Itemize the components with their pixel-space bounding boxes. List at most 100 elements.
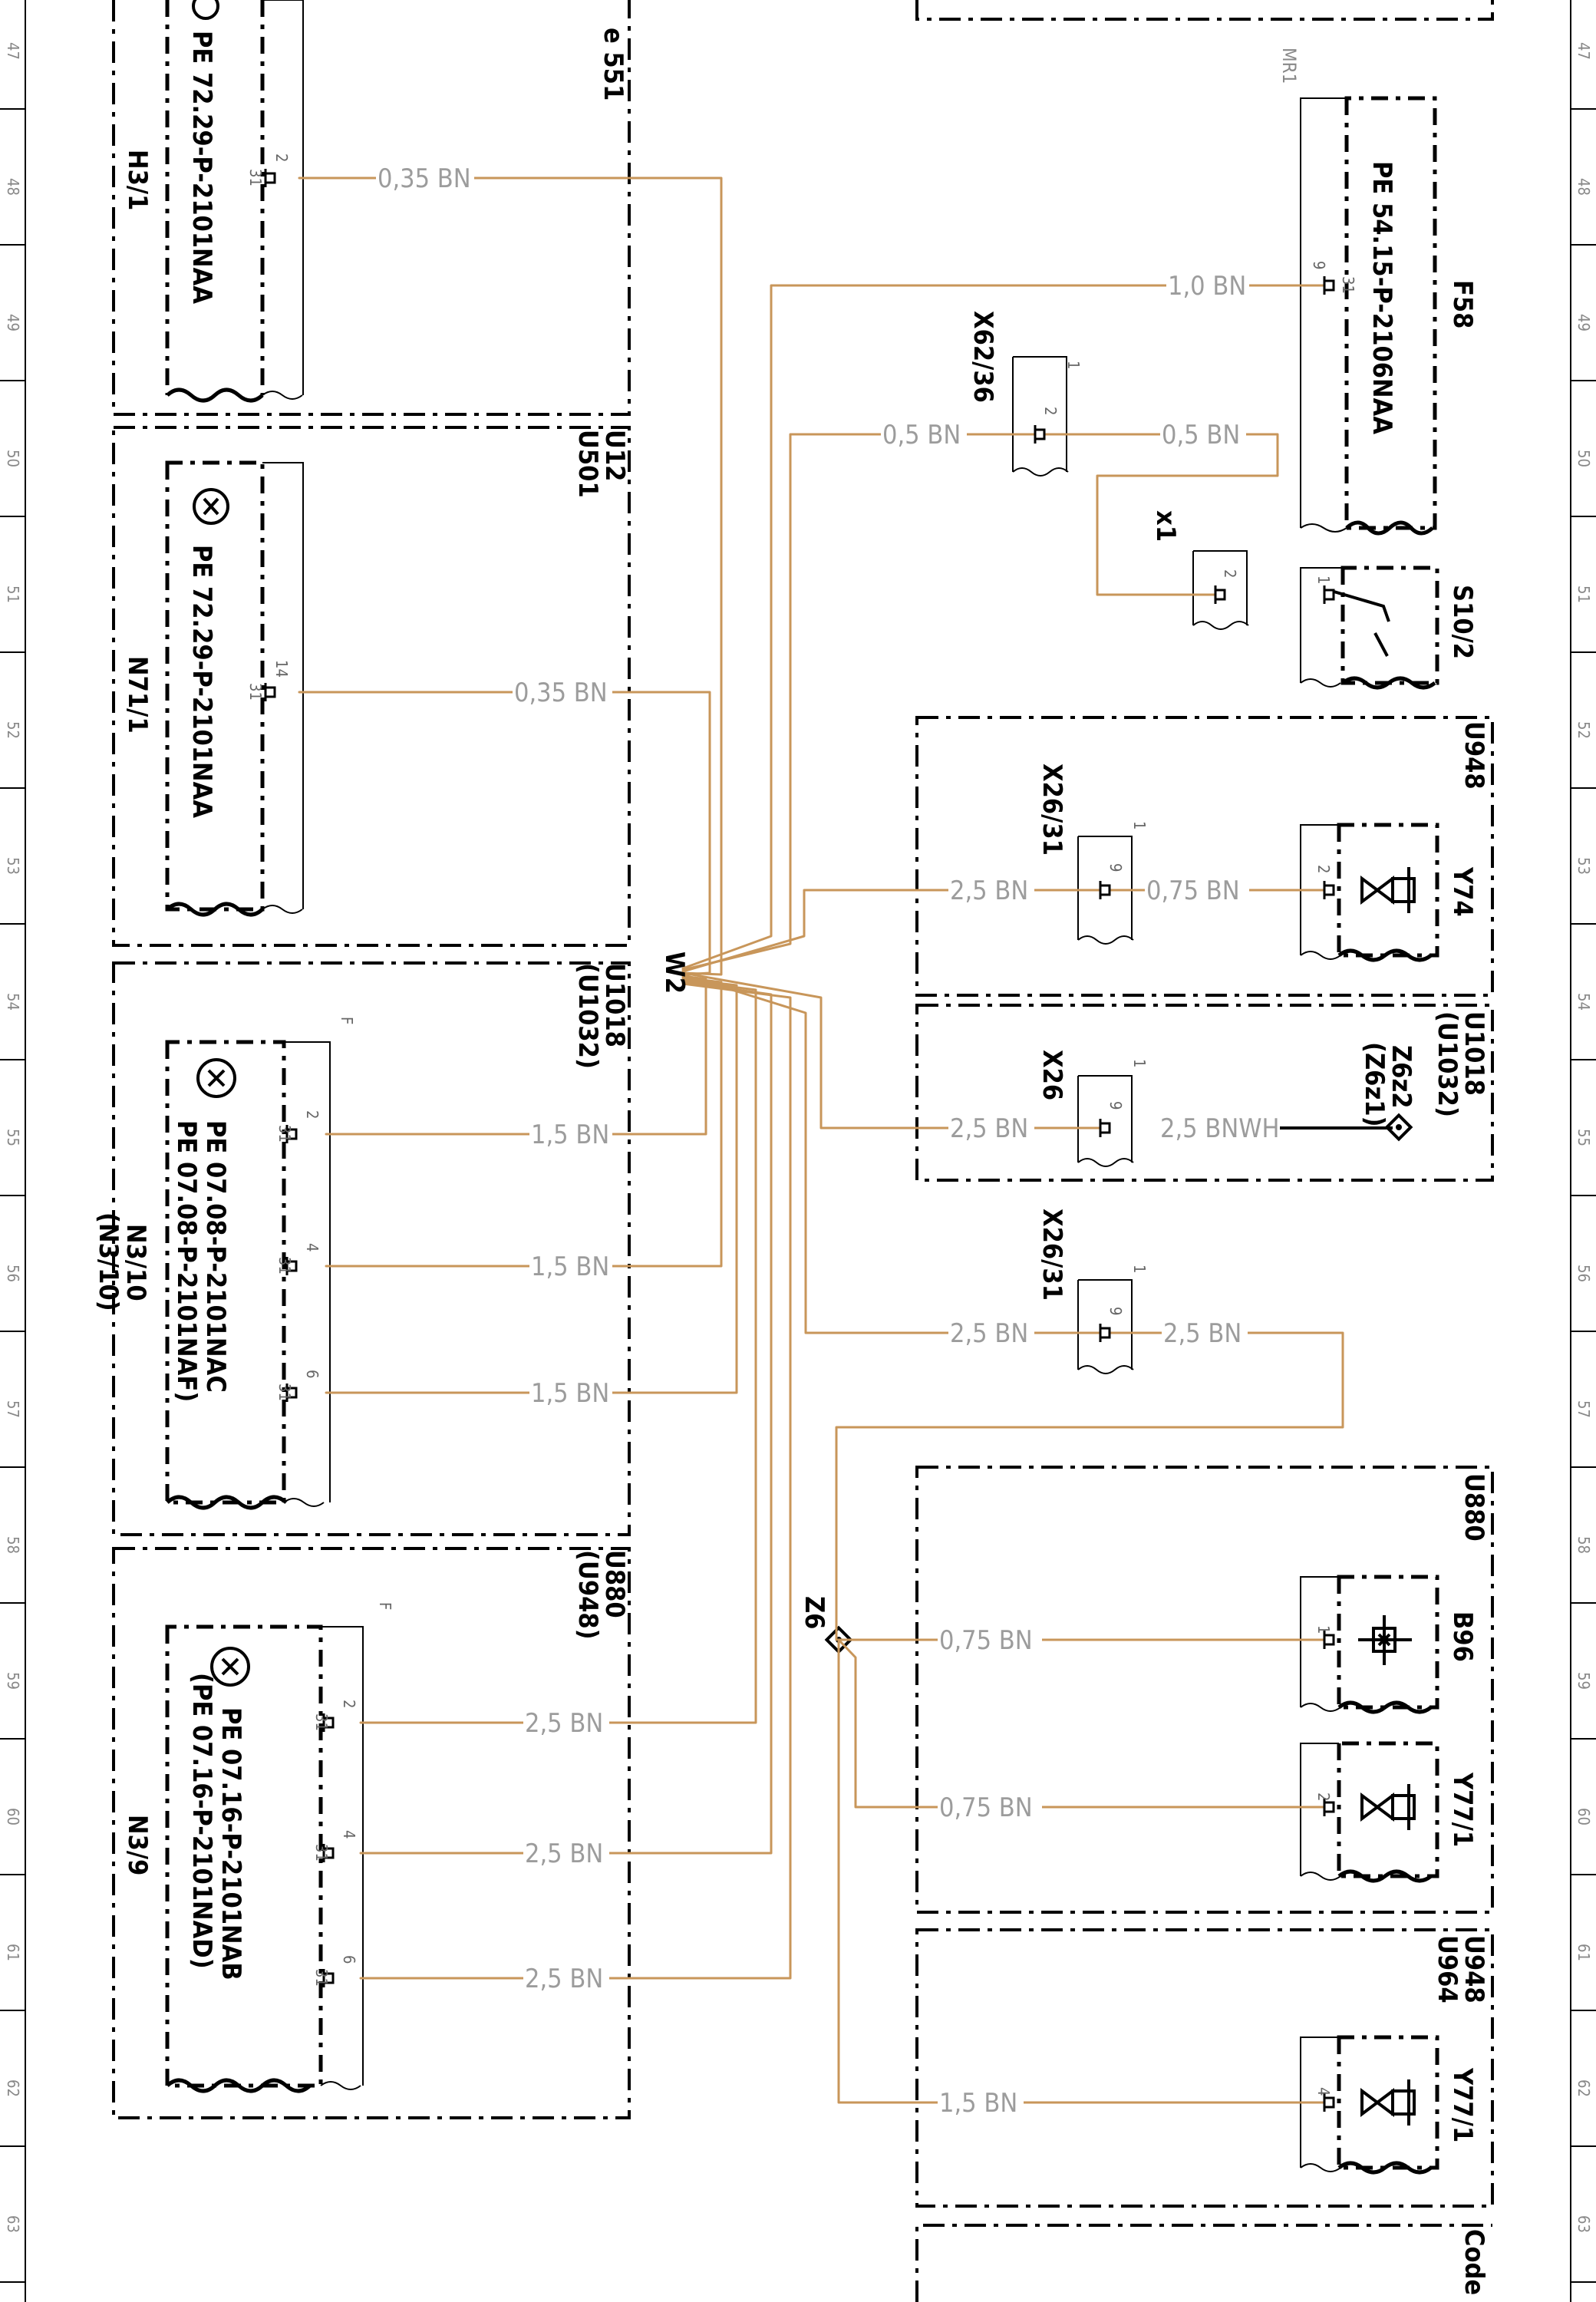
pin-terminal bbox=[1323, 2096, 1335, 2109]
grid-number: 49 bbox=[1575, 314, 1593, 331]
left-boxes bbox=[112, 0, 631, 2119]
grid-number: 61 bbox=[4, 1944, 22, 1961]
component-f58 bbox=[1300, 96, 1437, 536]
pin-number: 6 bbox=[303, 1370, 322, 1378]
box-label-u880: U880 bbox=[599, 1550, 630, 1618]
b96-label: B96 bbox=[1447, 1611, 1478, 1662]
grid-number: 60 bbox=[4, 1808, 22, 1825]
pin-number: 31 bbox=[275, 1384, 294, 1401]
h3-1-pe-ref: PE 72.29-P-2101NAA bbox=[186, 31, 217, 304]
pin-number: F bbox=[376, 1602, 394, 1610]
pin-terminal bbox=[264, 686, 276, 698]
wire-label: 0,5 BN bbox=[882, 420, 961, 450]
grid-number: 49 bbox=[4, 314, 22, 331]
grid-number: 59 bbox=[4, 1672, 22, 1690]
pin-number: 31 bbox=[246, 683, 265, 701]
pin-number: 31 bbox=[1339, 276, 1357, 294]
box-label-code: Code bbox=[1459, 2229, 1489, 2295]
pin-number: 4 bbox=[340, 1830, 358, 1839]
pin-number: 1 bbox=[1130, 821, 1149, 829]
pin-number: 31 bbox=[275, 1125, 294, 1143]
pin-number: F bbox=[338, 1017, 356, 1024]
component-y77-1-a bbox=[1300, 1741, 1439, 1883]
pin-numbers: 2 31 14 31 2 31 4 31 6 31 2 31 4 31 6 31… bbox=[246, 153, 1357, 2096]
y77-1-b-label: Y77/1 bbox=[1447, 2067, 1478, 2142]
wire-label: 1,5 BN bbox=[531, 1120, 609, 1150]
grid-number: 62 bbox=[1575, 2079, 1593, 2097]
f58-pe-ref: PE 54.15-P-2106NAA bbox=[1367, 161, 1397, 434]
connector-x26-31-a bbox=[1077, 836, 1134, 945]
z6z2-label: Z6z2 bbox=[1386, 1045, 1416, 1109]
box-label-r-u948b: U948 bbox=[1459, 1935, 1489, 2004]
wire-label: 2,5 BNWH bbox=[1160, 1113, 1279, 1144]
pin-number: 1 bbox=[1064, 361, 1083, 369]
n3-9-pe-ref-2: (PE 07.16-P-2101NAD) bbox=[186, 1673, 217, 1969]
component-n71-1 bbox=[165, 460, 304, 917]
component-n3-10 bbox=[165, 1040, 331, 1510]
wire-label: 2,5 BN bbox=[525, 1839, 603, 1869]
pin-number: 1 bbox=[1314, 1625, 1333, 1634]
grid-number: 48 bbox=[1575, 178, 1593, 196]
pin-terminal bbox=[1323, 589, 1335, 601]
wire-label: 0,75 BN bbox=[939, 1792, 1033, 1823]
box-label-r-u1018: U1018 bbox=[1459, 1011, 1489, 1096]
wire-label: 2,5 BN bbox=[950, 1113, 1028, 1144]
grid-number: 55 bbox=[1575, 1129, 1593, 1146]
box-label-u948: (U948) bbox=[572, 1550, 603, 1640]
h3-1-label: H3/1 bbox=[122, 150, 153, 210]
f58-label: F58 bbox=[1447, 280, 1478, 328]
n3-9-label: N3/9 bbox=[122, 1815, 153, 1875]
component-n3-9 bbox=[165, 1624, 364, 2093]
grid-number: 47 bbox=[1575, 42, 1593, 60]
transistor-icon bbox=[210, 1647, 250, 1687]
pin-terminal bbox=[1099, 884, 1111, 896]
grid-number: 52 bbox=[1575, 721, 1593, 739]
pin-number: 6 bbox=[340, 1955, 358, 1964]
wire-label: 1,5 BN bbox=[939, 2088, 1017, 2119]
box-label-r-u1032: (U1032) bbox=[1432, 1011, 1462, 1117]
grid-number: 54 bbox=[1575, 993, 1593, 1011]
connector-x26-31-b bbox=[1077, 1279, 1134, 1374]
box-label-u501: U501 bbox=[572, 430, 603, 498]
pin-number: 4 bbox=[303, 1243, 322, 1252]
n71-1-label: N71/1 bbox=[122, 656, 153, 734]
n3-10-label-alt: (N3/10) bbox=[93, 1212, 124, 1311]
grid-number: 57 bbox=[4, 1400, 22, 1418]
wires bbox=[298, 176, 1344, 2104]
wire-label: 0,35 BN bbox=[378, 163, 471, 194]
pin-number: 31 bbox=[312, 1969, 331, 1987]
pin-number: 2 bbox=[1041, 407, 1060, 415]
grid-number: 55 bbox=[4, 1129, 22, 1146]
valve-icon bbox=[1360, 2079, 1416, 2126]
grid-number: 58 bbox=[4, 1536, 22, 1554]
pin-terminals bbox=[264, 169, 1335, 2112]
wire-label: 2,5 BN bbox=[525, 1708, 603, 1739]
grid-number: 59 bbox=[1575, 1672, 1593, 1690]
pin-number: 31 bbox=[312, 1713, 331, 1731]
n3-10-pe-ref-1: PE 07.08-P-2101NAC bbox=[200, 1120, 231, 1393]
grid-number: 63 bbox=[1575, 2215, 1593, 2233]
grid-number: 61 bbox=[1575, 1944, 1593, 1961]
connector-x26 bbox=[1077, 1075, 1134, 1167]
grid-number: 56 bbox=[1575, 1265, 1593, 1282]
grid-number: 57 bbox=[1575, 1400, 1593, 1418]
switch-icon bbox=[1331, 589, 1390, 657]
pin-number: 9 bbox=[1106, 1307, 1125, 1315]
box-label-r-u948: U948 bbox=[1459, 721, 1489, 790]
box-label-r-u964: U964 bbox=[1432, 1935, 1462, 2004]
f58-mr-label: MR1 bbox=[1278, 48, 1300, 84]
box-label-r-u880: U880 bbox=[1459, 1473, 1489, 1542]
grid-number: 58 bbox=[1575, 1536, 1593, 1554]
connector-x62-36 bbox=[1012, 356, 1069, 477]
sensor-icon bbox=[1358, 1615, 1412, 1665]
wire-label: 0,75 BN bbox=[1146, 876, 1240, 906]
y77-1-a-label: Y77/1 bbox=[1447, 1772, 1478, 1847]
n71-1-pe-ref: PE 72.29-P-2101NAA bbox=[186, 545, 217, 818]
grid-number: 51 bbox=[4, 585, 22, 603]
grid-number: 51 bbox=[1575, 585, 1593, 603]
n3-10-pe-ref-2: PE 07.08-P-2101NAF) bbox=[171, 1120, 202, 1402]
n3-10-label: N3/10 bbox=[120, 1224, 151, 1301]
wire-label: 1,5 BN bbox=[531, 1378, 609, 1409]
x1-label: x1 bbox=[1150, 510, 1181, 542]
